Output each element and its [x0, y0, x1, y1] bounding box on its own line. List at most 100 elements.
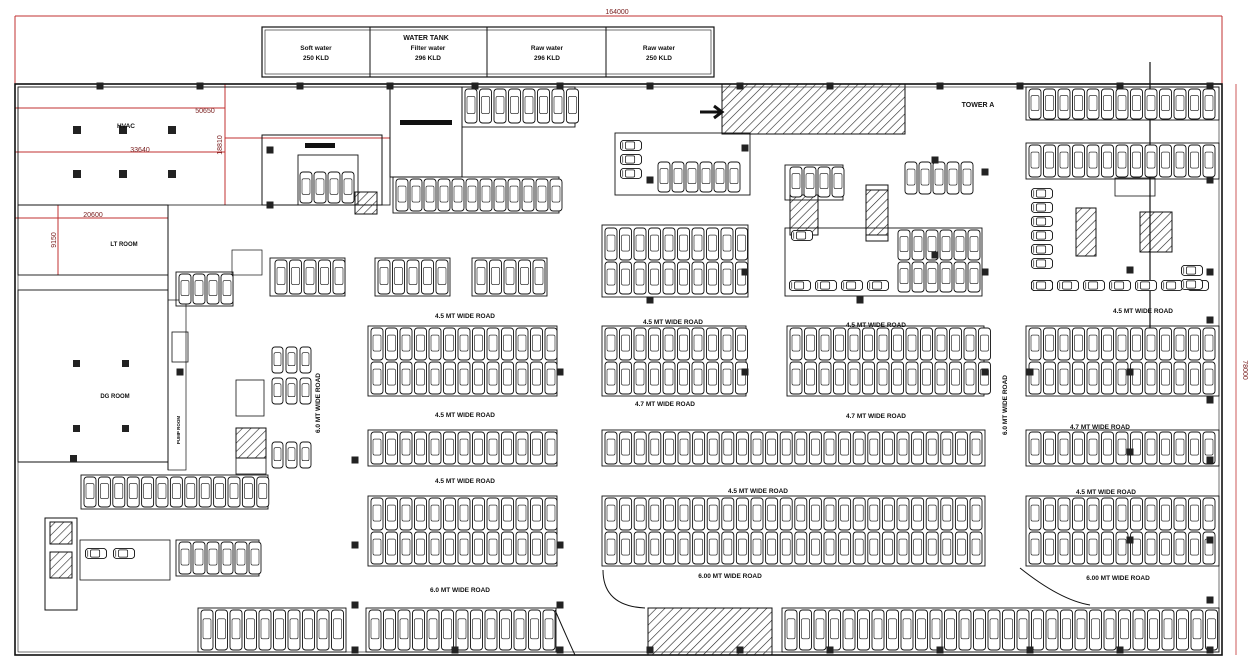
car-roof [503, 504, 512, 522]
parking-bay [542, 609, 556, 651]
car-roof [517, 334, 527, 352]
car-roof [1146, 368, 1156, 386]
column [556, 646, 564, 654]
parking-bay [818, 361, 832, 395]
parking-bay [604, 531, 618, 565]
parking-bay [479, 178, 493, 212]
parking-bay [911, 531, 925, 565]
car-roof [387, 368, 396, 386]
parking-bay [677, 361, 690, 395]
car-roof [1074, 504, 1083, 522]
car-roof [606, 504, 616, 522]
stair-1 [235, 427, 267, 459]
parking-bay [1086, 431, 1100, 465]
overall-width-dim: 164000 [605, 9, 628, 16]
parking-bay [662, 431, 676, 465]
parking-bay [735, 431, 749, 465]
car-roof [1030, 368, 1040, 386]
car-roof [200, 483, 210, 499]
parking-bay [1159, 531, 1172, 565]
car-roof [1059, 95, 1069, 111]
parking-bay [1086, 88, 1100, 120]
car-roof [416, 368, 425, 386]
car-roof [100, 483, 109, 499]
parking-bay [803, 166, 817, 198]
car-roof [1120, 618, 1129, 640]
overall-height-dim: 78000 [1241, 360, 1248, 380]
parking-bay [457, 431, 471, 465]
parking-bay [1101, 431, 1114, 465]
parking-bay [1202, 361, 1216, 395]
car-roof [665, 438, 674, 456]
raw-water-1-label: Raw water [531, 45, 564, 52]
filter-water-label: Filter water [411, 45, 446, 52]
parking-bay [958, 609, 972, 651]
car-roof [869, 504, 879, 522]
car-roof [606, 438, 616, 456]
soft-water-label: Soft water [300, 45, 332, 52]
parking-bay-horizontal [840, 280, 864, 291]
parking-bay [508, 88, 521, 124]
water-tank [261, 26, 715, 78]
parking-bay [316, 609, 330, 651]
column [646, 82, 654, 90]
car-roof [767, 438, 776, 456]
car-roof [481, 96, 490, 114]
parking-bay [789, 361, 803, 395]
road-label-6: 4.5 MT WIDE ROAD [435, 478, 495, 485]
parking-bay [1028, 327, 1042, 361]
parking-bay [428, 431, 442, 465]
parking-bay [192, 541, 206, 575]
parking-bay [1031, 609, 1044, 651]
column [736, 82, 744, 90]
car-roof [1175, 504, 1185, 522]
car-roof [1059, 438, 1069, 456]
parking-bay [1101, 144, 1114, 178]
car-roof [488, 438, 498, 456]
road-label-3: 4.5 MT WIDE ROAD [846, 322, 906, 329]
column [556, 368, 564, 376]
parking-bay [706, 361, 719, 395]
parking-bay [939, 261, 953, 293]
car-roof [1091, 618, 1100, 640]
parking-bay [949, 361, 962, 395]
car-roof [320, 267, 329, 285]
parking-bay [479, 88, 492, 124]
car-roof [459, 438, 469, 456]
parking-bay [474, 259, 488, 295]
parking-bay [648, 497, 662, 531]
parking-bay [530, 327, 543, 361]
parking-bay [486, 327, 500, 361]
road-label-1: 4.5 MT WIDE ROAD [435, 313, 495, 320]
column [1116, 82, 1124, 90]
parking-bay [896, 431, 910, 465]
car-roof [1190, 438, 1199, 456]
car-roof [957, 504, 966, 522]
parking-bay [472, 531, 485, 565]
parking-bay [619, 261, 632, 295]
column [1206, 596, 1214, 604]
column [471, 82, 479, 90]
column [1206, 456, 1214, 464]
car-roof [488, 504, 498, 522]
parking-bay [1190, 609, 1204, 651]
car-roof [1132, 538, 1141, 556]
car-roof [1030, 334, 1040, 352]
car-roof [1103, 438, 1112, 456]
car-roof [975, 618, 984, 640]
car-roof [893, 334, 902, 352]
car-roof [913, 504, 922, 522]
parking-bay [847, 327, 861, 361]
parking-bay [443, 531, 456, 565]
car-roof [472, 618, 481, 640]
column [981, 268, 989, 276]
parking-bay [423, 178, 437, 212]
parking-bay [1072, 144, 1085, 178]
parking-bay-horizontal [1180, 279, 1204, 290]
parking-bay [1115, 497, 1129, 531]
car-roof [503, 538, 512, 556]
parking-bay [486, 361, 500, 395]
column [1206, 536, 1214, 544]
column [386, 82, 394, 90]
column [646, 296, 654, 304]
